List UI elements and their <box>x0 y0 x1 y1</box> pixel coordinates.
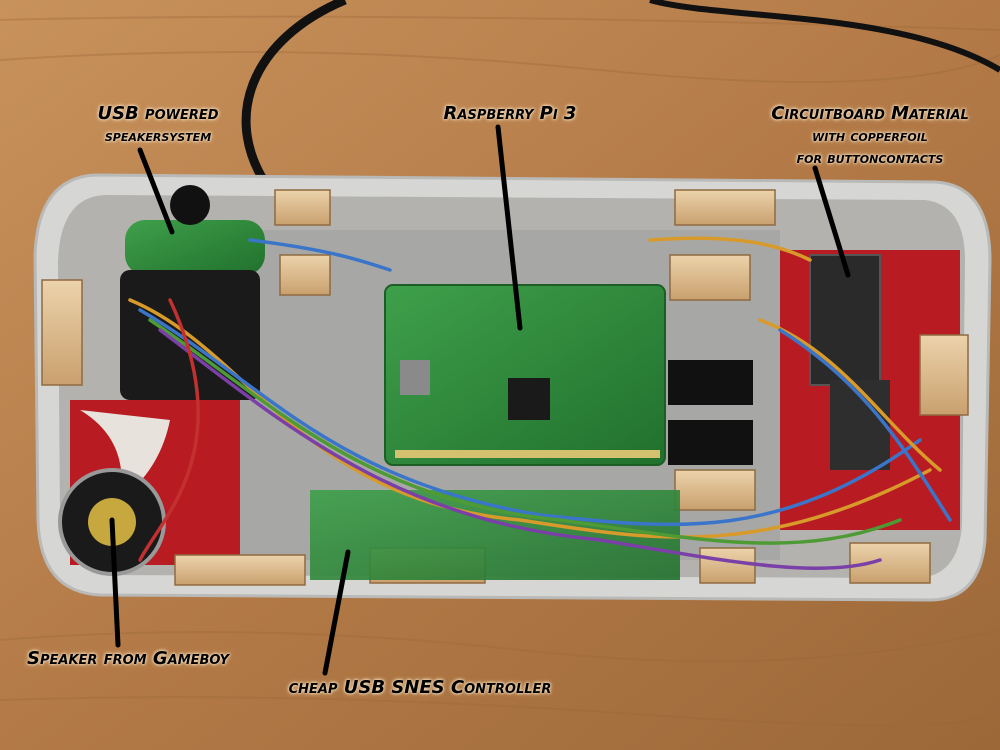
annotation-usb-speaker-line1: USB powered <box>97 103 219 124</box>
annotation-circuitboard-line1: Circuitboard Material <box>771 103 969 124</box>
annotation-circuitboard-line2: with copperfoil <box>812 127 928 145</box>
wood-grain <box>0 15 1000 727</box>
red-swirl <box>80 410 170 500</box>
pointer-snes <box>322 549 351 676</box>
pointer-lines <box>109 124 851 676</box>
usb-port-2 <box>668 420 753 465</box>
raspberry-pi-board <box>384 284 666 466</box>
annotation-usb-speaker-line2: speakersystem <box>104 127 212 145</box>
annotation-circuitboard: Circuitboard Material with copperfoil fo… <box>760 103 980 169</box>
speaker-amp-board <box>125 220 265 275</box>
annotation-gameboy-speaker-line1: Speaker from Gameboy <box>27 648 229 669</box>
soc-chip <box>508 378 550 420</box>
pointer-circuitboard <box>812 165 851 278</box>
annotation-raspberry-pi: Raspberry Pi 3 <box>430 103 590 125</box>
annotation-usb-speaker: USB powered speakersystem <box>58 103 258 147</box>
pointer-raspberry <box>495 124 523 331</box>
button-contact-board <box>809 254 881 386</box>
speaker-knob <box>170 185 210 225</box>
sd-slot <box>400 360 430 395</box>
annotation-snes-controller: cheap USB SNES Controller <box>280 677 560 699</box>
usb-port-1 <box>668 360 753 405</box>
top-right-cable <box>649 0 1000 73</box>
gpio-pins <box>395 450 660 458</box>
pointer-gameboy-speaker <box>109 517 121 648</box>
wires <box>128 236 952 571</box>
annotation-raspberry-pi-line1: Raspberry Pi 3 <box>443 103 577 124</box>
annotation-gameboy-speaker: Speaker from Gameboy <box>18 648 238 670</box>
annotation-circuitboard-line3: for buttoncontacts <box>796 149 944 167</box>
pointer-usb-speaker <box>137 147 175 235</box>
annotation-snes-controller-line1: cheap USB SNES Controller <box>288 677 552 698</box>
